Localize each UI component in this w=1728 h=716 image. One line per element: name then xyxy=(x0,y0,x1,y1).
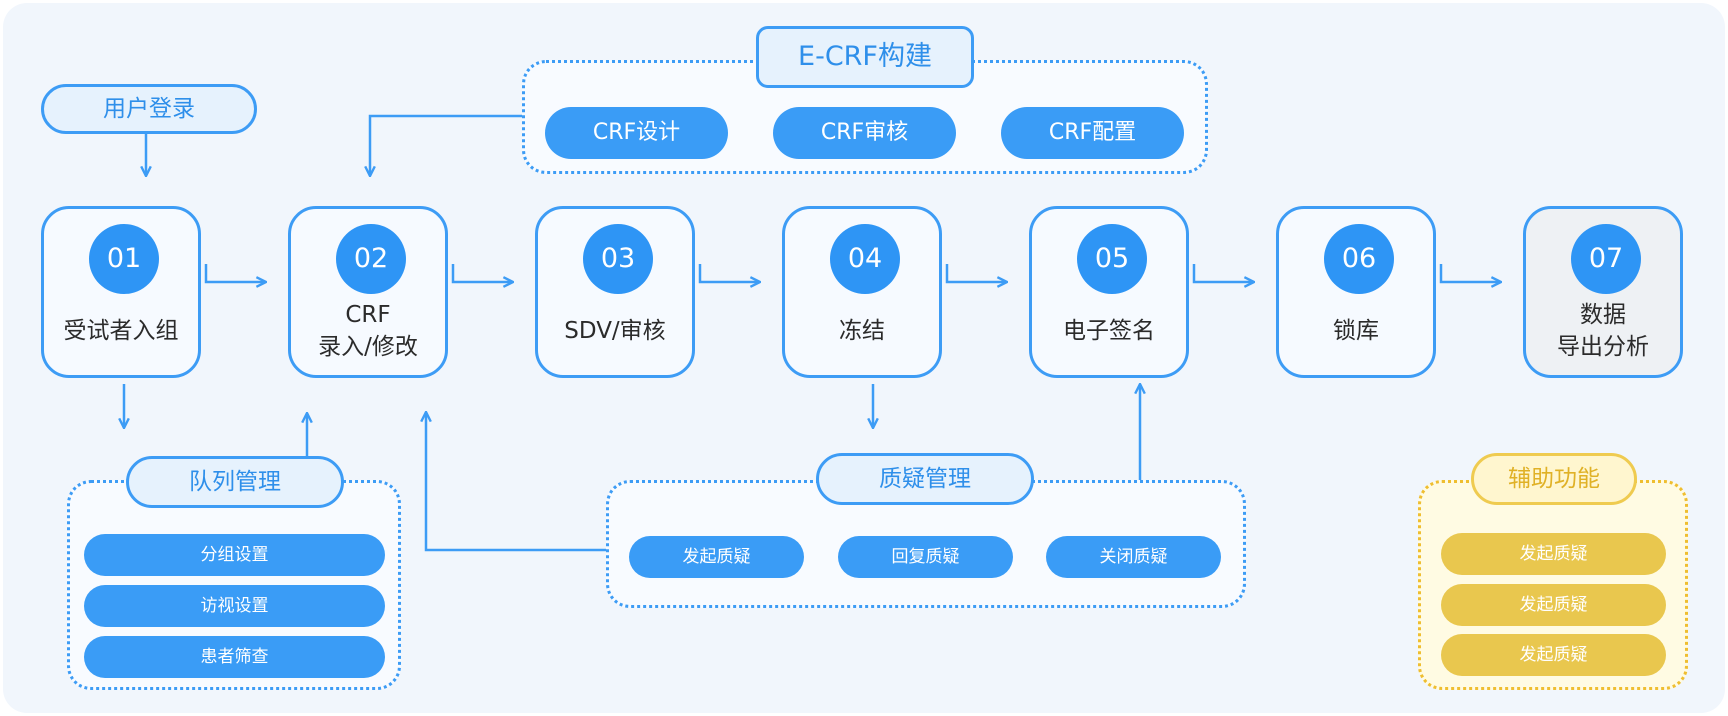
step-number-badge: 07 xyxy=(1571,224,1641,294)
query-item-reply: 回复质疑 xyxy=(838,536,1013,578)
step-card-03: 03 SDV/审核 xyxy=(535,206,695,378)
step-number-badge: 04 xyxy=(830,224,900,294)
step-label: 电子签名 xyxy=(1063,318,1155,344)
step-card-06: 06 锁库 xyxy=(1276,206,1436,378)
cohort-item-visit-settings: 访视设置 xyxy=(84,585,385,627)
step-number-badge: 02 xyxy=(336,224,406,294)
step-label: CRF 录入/修改 xyxy=(318,302,418,360)
step-card-07: 07 数据 导出分析 xyxy=(1523,206,1683,378)
step-number-badge: 06 xyxy=(1324,224,1394,294)
aux-item-3: 发起质疑 xyxy=(1441,634,1666,676)
step-number-badge: 01 xyxy=(89,224,159,294)
arrow-query-to-step2 xyxy=(426,412,606,552)
step-label: 冻结 xyxy=(839,318,885,344)
arrow-step2-to-step3 xyxy=(451,264,513,282)
cohort-item-patient-screening: 患者筛查 xyxy=(84,636,385,678)
user-login-label: 用户登录 xyxy=(103,96,195,122)
step-label: SDV/审核 xyxy=(564,318,666,344)
step-card-05: 05 电子签名 xyxy=(1029,206,1189,378)
arrow-step3-to-step4 xyxy=(698,264,760,282)
step-label: 锁库 xyxy=(1333,318,1379,344)
arrow-step1-to-step2 xyxy=(204,264,266,282)
ecrf-title: E-CRF构建 xyxy=(756,26,974,88)
arrow-step4-to-step5 xyxy=(945,264,1007,282)
step-number-badge: 05 xyxy=(1077,224,1147,294)
step-label: 数据 导出分析 xyxy=(1557,302,1649,360)
aux-item-1: 发起质疑 xyxy=(1441,533,1666,575)
step-card-02: 02 CRF 录入/修改 xyxy=(288,206,448,378)
step-card-01: 01 受试者入组 xyxy=(41,206,201,378)
ecrf-item-crf-design: CRF设计 xyxy=(545,107,728,159)
arrow-ecrf-to-step2 xyxy=(370,114,522,176)
arrow-step6-to-step7 xyxy=(1439,264,1501,282)
query-item-raise: 发起质疑 xyxy=(629,536,804,578)
step-card-04: 04 冻结 xyxy=(782,206,942,378)
user-login-node: 用户登录 xyxy=(41,84,257,134)
ecrf-item-crf-review: CRF审核 xyxy=(773,107,956,159)
query-item-close: 关闭质疑 xyxy=(1046,536,1221,578)
arrow-step5-to-step6 xyxy=(1192,264,1254,282)
step-number-badge: 03 xyxy=(583,224,653,294)
ecrf-item-crf-config: CRF配置 xyxy=(1001,107,1184,159)
cohort-item-group-settings: 分组设置 xyxy=(84,534,385,576)
cohort-title: 队列管理 xyxy=(126,456,344,508)
aux-title: 辅助功能 xyxy=(1471,453,1637,505)
query-title: 质疑管理 xyxy=(816,453,1034,505)
step-label: 受试者入组 xyxy=(63,318,179,344)
aux-item-2: 发起质疑 xyxy=(1441,584,1666,626)
